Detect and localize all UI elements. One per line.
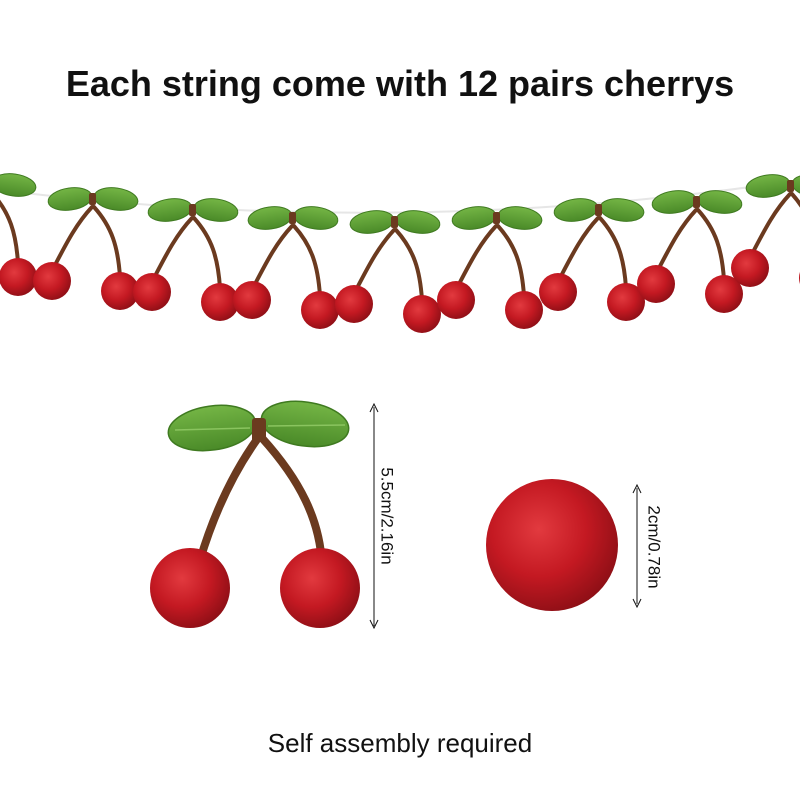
dimension-arrow-icon bbox=[369, 402, 379, 630]
headline: Each string come with 12 pairs cherrys bbox=[65, 63, 735, 104]
dimension-arrow-icon bbox=[632, 483, 642, 609]
garland-cherry-pair bbox=[233, 206, 339, 329]
garland-cherry-pair bbox=[335, 210, 441, 333]
cherry-pair-icon bbox=[150, 400, 360, 628]
garland-cherry-pair bbox=[133, 198, 239, 321]
garland-cherry-pair bbox=[437, 206, 543, 329]
pompom-diameter-label: 2cm/0.78in bbox=[644, 505, 664, 589]
garland-cherry-pair bbox=[731, 174, 800, 287]
cherry-pair-height-label: 5.5cm/2.16in bbox=[377, 467, 397, 565]
garland-cherry-pair bbox=[637, 190, 743, 313]
garland-cherry-pair bbox=[539, 198, 645, 321]
garland-icon bbox=[0, 173, 800, 333]
pompom-icon bbox=[486, 479, 618, 611]
garland-cherry-pair bbox=[0, 173, 37, 296]
footer-note: Self assembly required bbox=[267, 728, 533, 758]
garland-cherry-pair bbox=[33, 187, 139, 310]
